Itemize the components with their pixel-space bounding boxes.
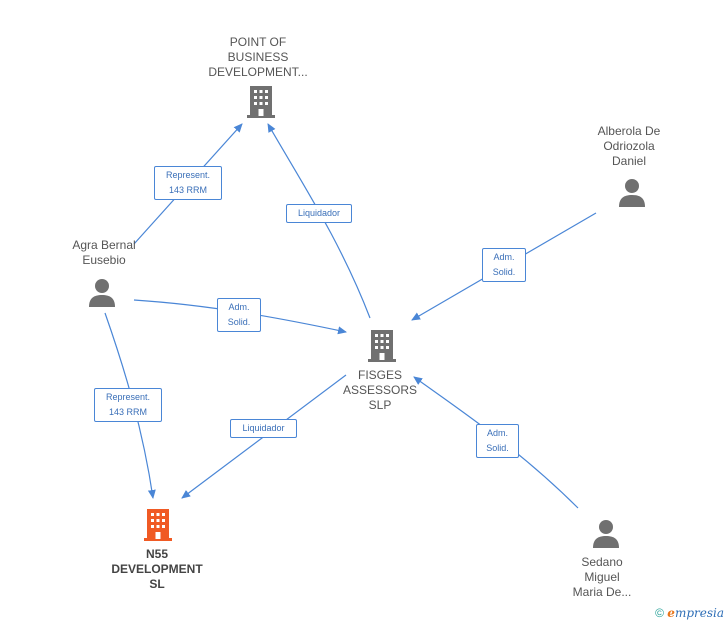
label-line: ASSESSORS [342, 383, 418, 397]
edge-label-agra-to-point: Represent. 143 RRM [154, 166, 222, 200]
edge-label-line: 143 RRM [108, 407, 147, 417]
label-line: Daniel [611, 154, 647, 168]
person-icon[interactable] [88, 278, 116, 308]
label-line: SLP [368, 398, 392, 412]
edge-label-fisges-to-point: Liquidador [286, 204, 352, 223]
node-label-agra-bernal[interactable]: Agra Bernal Eusebio [54, 238, 154, 268]
edge-label-agra-to-n55: Represent. 143 RRM [94, 388, 162, 422]
label-line: Eusebio [82, 253, 126, 267]
edge-label-line: Liquidador [297, 208, 341, 218]
label-line: Sedano [581, 555, 623, 569]
copyright-symbol: © [655, 606, 664, 620]
edge-label-line: Adm. [486, 428, 508, 438]
label-line: Agra Bernal [72, 238, 136, 252]
edge-label-fisges-to-n55: Liquidador [230, 419, 297, 438]
label-line: Odriozola [603, 139, 655, 153]
label-line: DEVELOPMENT [111, 562, 203, 576]
edge-label-line: Solid. [486, 443, 509, 453]
edge-label-line: Liquidador [242, 423, 285, 433]
person-icon[interactable] [592, 519, 620, 549]
brand-e: e [667, 606, 675, 620]
edge-label-alberola-to-fisges: Adm. Solid. [482, 248, 526, 282]
label-line: N55 [145, 547, 168, 561]
label-line: SL [149, 577, 165, 591]
edge-label-sedano-to-fisges: Adm. Solid. [476, 424, 519, 458]
edge-label-line: Represent. [165, 170, 211, 180]
node-label-sedano[interactable]: Sedano Miguel Maria De... [556, 555, 648, 600]
edge-label-line: 143 RRM [168, 185, 207, 195]
building-icon[interactable] [246, 84, 276, 118]
edge-label-line: Solid. [227, 317, 251, 327]
label-line: Alberola De [597, 124, 661, 138]
person-icon[interactable] [618, 178, 646, 208]
node-label-point-of-business[interactable]: POINT OF BUSINESS DEVELOPMENT... [198, 35, 318, 80]
node-label-alberola[interactable]: Alberola De Odriozola Daniel [579, 124, 679, 169]
edge-label-line: Represent. [105, 392, 151, 402]
label-line: Maria De... [572, 585, 632, 599]
edge-label-line: Adm. [228, 302, 250, 312]
empresia-watermark[interactable]: © empresia [655, 606, 724, 620]
label-line: POINT OF [229, 35, 287, 49]
node-label-fisges[interactable]: FISGES ASSESSORS SLP [330, 368, 430, 413]
brand-name: mpresia [674, 606, 724, 620]
edge-label-line: Solid. [492, 267, 516, 277]
building-icon[interactable] [367, 328, 397, 362]
building-icon-focus[interactable] [143, 507, 173, 541]
node-label-n55[interactable]: N55 DEVELOPMENT SL [98, 547, 216, 592]
label-line: Miguel [584, 570, 620, 584]
edge-label-agra-to-fisges: Adm. Solid. [217, 298, 261, 332]
edge-label-line: Adm. [493, 252, 515, 262]
label-line: BUSINESS [227, 50, 289, 64]
label-line: FISGES [357, 368, 402, 382]
label-line: DEVELOPMENT... [208, 65, 308, 79]
